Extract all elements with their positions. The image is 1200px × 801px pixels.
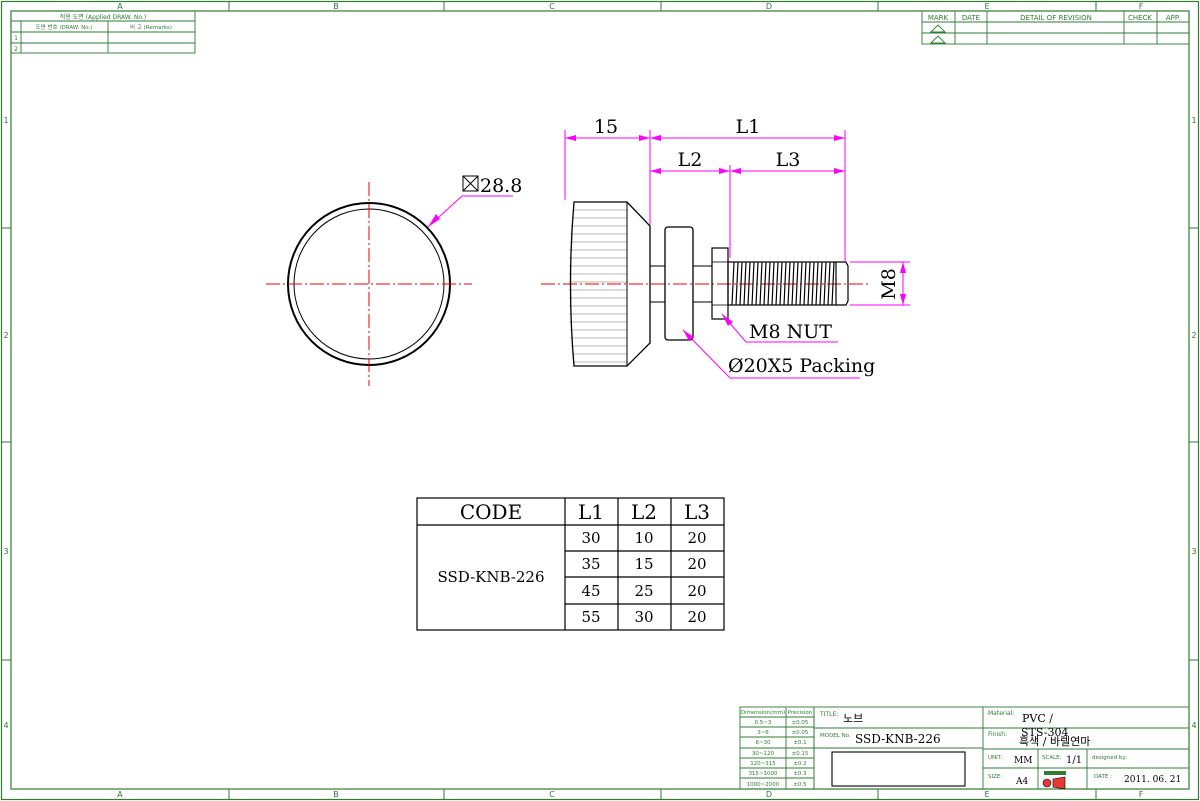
tolerance-dimension-header: Dimension(mm) — [741, 710, 785, 716]
finish-label: Finish: — [988, 731, 1007, 738]
col-label-e: E — [984, 2, 989, 11]
l2-label: L2 — [678, 149, 703, 171]
col-label-f: F — [1139, 2, 1144, 11]
applied-col-remarks: 비 고 (Remarks) — [130, 23, 172, 31]
code-header: CODE — [460, 500, 522, 524]
row-label-4: 4 — [3, 721, 8, 730]
applied-drawing-table: 적용 도면 (Applied DRAW. No.) 도면 번호 (DRAW. N… — [10, 10, 196, 54]
applied-row-1: 1 — [14, 35, 18, 42]
applied-col-drawing-no: 도면 번호 (DRAW. No.) — [36, 23, 93, 31]
l3-header: L3 — [684, 500, 710, 524]
revision-table: MARK DATE DETAIL OF REVISION CHECK APP. — [921, 10, 1190, 45]
code-value: SSD-KNB-226 — [438, 568, 545, 586]
tolerance-table: Dimension(mm) Precision 0.5~3 ±0.05 3~6 … — [739, 706, 815, 790]
title-value: 노브 — [843, 712, 863, 725]
table-cell: 20 — [687, 608, 706, 626]
table-cell: 20 — [687, 529, 706, 547]
model-label: MODEL No. — [820, 733, 851, 739]
table-cell: 45 — [581, 582, 600, 600]
material-value-2: STS-304 — [1021, 726, 1069, 739]
revision-date-header: DATE — [962, 14, 980, 22]
tolerance-cell: 0.5~3 — [755, 720, 772, 726]
size-value: A4 — [1015, 777, 1028, 787]
unit-value: MM — [1014, 756, 1032, 766]
table-cell: 15 — [634, 555, 653, 573]
tolerance-cell: ±0.15 — [792, 751, 809, 757]
table-cell: 10 — [634, 529, 653, 547]
code-table: CODE L1 L2 L3 SSD-KNB-226 30 10 20 35 15… — [416, 497, 725, 631]
table-cell: 55 — [581, 608, 600, 626]
tolerance-cell: ±0.05 — [792, 720, 809, 726]
col-label-d-bottom: D — [766, 790, 772, 799]
designed-label: designed by: — [1092, 755, 1127, 761]
applied-table-title: 적용 도면 (Applied DRAW. No.) — [60, 13, 146, 21]
tolerance-cell: 315~1000 — [748, 771, 778, 777]
tolerance-cell: ±0.2 — [793, 761, 806, 767]
tolerance-cell: ±0.5 — [793, 782, 807, 788]
tolerance-cell: 1000~2000 — [747, 782, 780, 788]
col-label-e-bottom: E — [984, 790, 989, 799]
revision-detail-header: DETAIL OF REVISION — [1020, 14, 1092, 22]
row-label-4-right: 4 — [1191, 721, 1196, 730]
tolerance-cell: 3~6 — [757, 730, 769, 736]
title-block: TITLE: 노브 MODEL No. SSD-KNB-226 Material… — [813, 706, 1190, 790]
side-view: 15 L1 L2 L3 M8 M8 NUT Ø20X5 Packing — [541, 116, 910, 379]
row-label-3: 3 — [3, 547, 8, 556]
front-view: 28.8 — [266, 175, 522, 386]
material-value: PVC / — [1022, 712, 1053, 725]
col-label-b-bottom: B — [333, 790, 339, 799]
row-label-2: 2 — [3, 331, 8, 340]
size-label: SIZE: — [988, 774, 1002, 780]
table-cell: 20 — [687, 555, 706, 573]
col-label-a-bottom: A — [117, 790, 123, 799]
table-cell: 35 — [581, 555, 600, 573]
col-label-c-bottom: C — [549, 790, 555, 799]
col-label-a: A — [117, 2, 123, 11]
date-value: 2011. 06. 21 — [1124, 775, 1181, 785]
nut-label: M8 NUT — [749, 321, 832, 343]
tolerance-cell: 120~315 — [750, 761, 776, 767]
thread-size-label: M8 — [878, 268, 900, 300]
col-label-f-bottom: F — [1139, 790, 1144, 799]
tolerance-precision-header: Precision — [788, 710, 813, 716]
table-cell: 30 — [634, 608, 653, 626]
col-label-d: D — [766, 2, 772, 11]
table-cell: 20 — [687, 582, 706, 600]
scale-value: 1/1 — [1066, 755, 1082, 766]
row-label-3-right: 3 — [1191, 547, 1196, 556]
applied-row-2: 2 — [14, 46, 18, 53]
l2-header: L2 — [631, 500, 657, 524]
row-label-1: 1 — [3, 116, 8, 125]
square-dimension-label: 28.8 — [480, 175, 522, 197]
tolerance-cell: ±0.1 — [793, 740, 806, 746]
row-label-1-right: 1 — [1191, 116, 1196, 125]
projection-symbol-icon — [1042, 771, 1066, 790]
tolerance-cell: 6~30 — [755, 740, 771, 746]
tolerance-cell: 30~120 — [752, 751, 775, 757]
tolerance-cell: ±0.3 — [793, 771, 807, 777]
table-cell: 30 — [581, 529, 600, 547]
finish-value: 흑색 / 바렐연마 — [1019, 734, 1090, 748]
material-label: Material: — [988, 710, 1014, 717]
title-label: TITLE: — [819, 711, 838, 718]
revision-check-header: CHECK — [1128, 14, 1152, 22]
row-label-2-right: 2 — [1191, 331, 1196, 340]
col-label-b: B — [333, 2, 339, 11]
revision-app-header: APP. — [1166, 14, 1180, 22]
packing-label: Ø20X5 Packing — [728, 355, 875, 377]
scale-label: SCALE: — [1042, 755, 1062, 761]
model-value: SSD-KNB-226 — [855, 732, 941, 746]
col-label-c: C — [549, 2, 555, 11]
head-length-label: 15 — [594, 116, 618, 138]
tolerance-cell: ±0.05 — [792, 730, 809, 736]
unit-label: UNIT: — [988, 755, 1003, 761]
l3-label: L3 — [776, 149, 801, 171]
date-label: DATE : — [1094, 774, 1112, 780]
revision-mark-header: MARK — [928, 14, 949, 22]
table-cell: 25 — [634, 582, 653, 600]
l1-header: L1 — [578, 500, 604, 524]
l1-label: L1 — [736, 116, 761, 138]
